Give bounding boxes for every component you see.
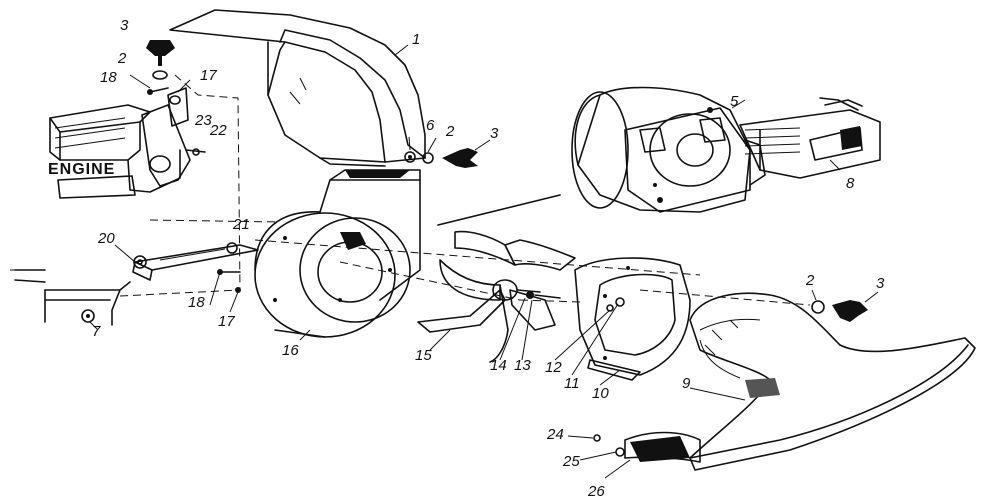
callout-10: 10 [592, 385, 609, 402]
callout-3-nozzle: 3 [876, 275, 885, 292]
callout-5: 5 [730, 93, 739, 110]
nozzle-fasteners [811, 300, 868, 322]
callout-3-chute: 3 [490, 125, 499, 142]
callout-17-bottom: 17 [218, 313, 235, 330]
callout-12: 12 [545, 359, 562, 376]
callout-24: 24 [546, 426, 564, 443]
fan-housing-5 [571, 86, 766, 213]
mounting-bracket-23 [141, 87, 206, 187]
callout-7: 7 [92, 323, 101, 340]
callout-15: 15 [415, 347, 432, 364]
callout-2-nozzle: 2 [805, 272, 815, 289]
callout-17-top: 17 [200, 67, 217, 84]
assembly-guide-lines [10, 74, 811, 306]
nozzle-9 [593, 292, 976, 471]
impeller-15 [417, 230, 576, 363]
callout-9: 9 [682, 375, 691, 392]
callout-6: 6 [426, 117, 435, 134]
knob-3-left [146, 40, 175, 95]
callout-18-top: 18 [100, 69, 117, 86]
blower-housing-16 [254, 169, 421, 338]
back-plate-10 [574, 257, 691, 381]
callout-23: 23 [194, 112, 212, 129]
engine-label: ENGINE [48, 161, 115, 178]
engine-block: ENGINE [48, 104, 181, 199]
leader-lines [89, 44, 879, 479]
lower-frame [14, 269, 131, 326]
callout-11: 11 [564, 375, 580, 392]
discharge-chute-1 [169, 9, 426, 167]
callout-1: 1 [412, 31, 420, 48]
callout-8: 8 [846, 175, 855, 192]
callout-2-chute: 2 [445, 123, 455, 140]
callout-numbers: 1 2 2 2 3 3 3 5 6 8 9 10 11 12 13 14 15 … [92, 17, 885, 500]
callout-25: 25 [562, 453, 580, 470]
callout-2-top: 2 [117, 50, 127, 67]
callout-20: 20 [97, 230, 115, 247]
callout-14: 14 [490, 357, 507, 374]
callout-21: 21 [232, 216, 250, 233]
callout-3-top: 3 [120, 17, 129, 34]
callout-22: 22 [209, 122, 227, 139]
slide-plate-21 [132, 242, 259, 293]
intake-adapter-8 [739, 97, 881, 179]
callout-16: 16 [282, 342, 299, 359]
callout-18-bottom: 18 [188, 294, 205, 311]
chute-fasteners [404, 148, 478, 168]
callout-13: 13 [514, 357, 531, 374]
callout-26: 26 [587, 483, 605, 500]
